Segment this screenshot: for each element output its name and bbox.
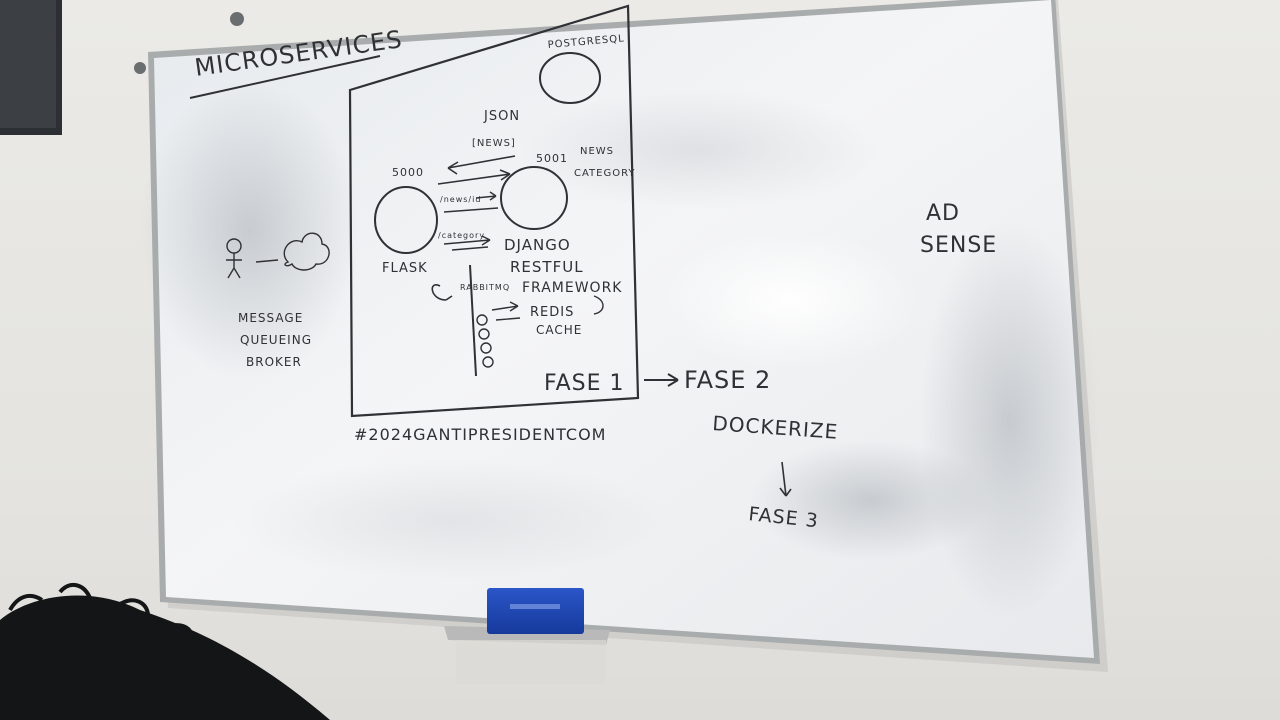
- category-label: /category: [438, 231, 485, 240]
- board-eraser: [487, 588, 584, 634]
- flask-service-circle: [374, 186, 438, 254]
- arrow-left: [447, 155, 516, 175]
- arrow-to-fase3: [779, 461, 792, 497]
- cache-label: CACHE: [536, 323, 582, 337]
- wall-pin: [134, 62, 146, 74]
- title-underline: [189, 55, 381, 99]
- postgres-db-circle: [539, 52, 601, 104]
- smudge: [750, 440, 990, 560]
- django-label: DJANGO: [504, 236, 571, 254]
- wall-pin: [230, 12, 244, 26]
- smudge: [230, 460, 670, 580]
- rabbitmq-label: RABBITMQ: [460, 283, 510, 292]
- arrow-right: [437, 169, 511, 185]
- django-service-circle: [500, 166, 568, 230]
- restful-label: RESTFUL: [510, 258, 584, 276]
- arrow-category: [443, 235, 491, 246]
- redis-loop: [593, 295, 604, 315]
- flask-label: FLASK: [382, 261, 428, 276]
- arrow-category-return: [451, 246, 489, 251]
- django-port: 5001: [536, 152, 568, 165]
- smudge: [140, 80, 360, 380]
- news-endpoint-label: [NEWS]: [472, 138, 516, 149]
- user-figure-body: [226, 253, 242, 279]
- redis-label: REDIS: [530, 305, 574, 320]
- json-label: JSON: [483, 109, 520, 124]
- queueing-label: QUEUEING: [240, 333, 312, 347]
- light-glare: [660, 230, 920, 370]
- news-category-label-2: CATEGORY: [574, 168, 636, 179]
- queue-item: [478, 328, 490, 340]
- hashtag-label: #2024GANTIPRESIDENTCOM: [354, 425, 606, 444]
- framework-label: FRAMEWORK: [522, 280, 623, 296]
- sense-label: SENSE: [920, 233, 997, 258]
- smudge: [920, 220, 1100, 620]
- queue-item: [480, 342, 492, 354]
- diagram-box: [348, 4, 640, 418]
- message-label: MESSAGE: [238, 311, 303, 325]
- smudge: [520, 90, 880, 210]
- arrow-news-id: [475, 191, 497, 201]
- tray-shadow: [456, 640, 606, 684]
- flask-port: 5000: [392, 166, 424, 179]
- fase1-label: FASE 1: [544, 371, 625, 396]
- user-to-cloud-line: [255, 259, 279, 263]
- wall-frame-inner: [0, 0, 56, 128]
- eraser-logo: [510, 604, 560, 609]
- arrow-to-redis: [491, 301, 519, 312]
- fase2-label: FASE 2: [684, 366, 771, 394]
- queue-item: [476, 314, 488, 326]
- foreground-hair: [0, 595, 330, 720]
- queue-line: [469, 264, 477, 377]
- news-id-label: /news/id: [440, 195, 481, 204]
- arrow-fase1-to-fase2: [644, 373, 679, 387]
- news-category-label-1: NEWS: [580, 146, 614, 157]
- hair-strands: [8, 582, 194, 645]
- arrow-return: [443, 207, 499, 213]
- arrow-from-redis: [495, 317, 521, 321]
- queue-item: [482, 356, 494, 368]
- broker-label: BROKER: [246, 355, 302, 369]
- queue-loop-arrow: [431, 284, 453, 301]
- cloud-icon: [283, 232, 330, 271]
- ad-label: AD: [926, 201, 960, 226]
